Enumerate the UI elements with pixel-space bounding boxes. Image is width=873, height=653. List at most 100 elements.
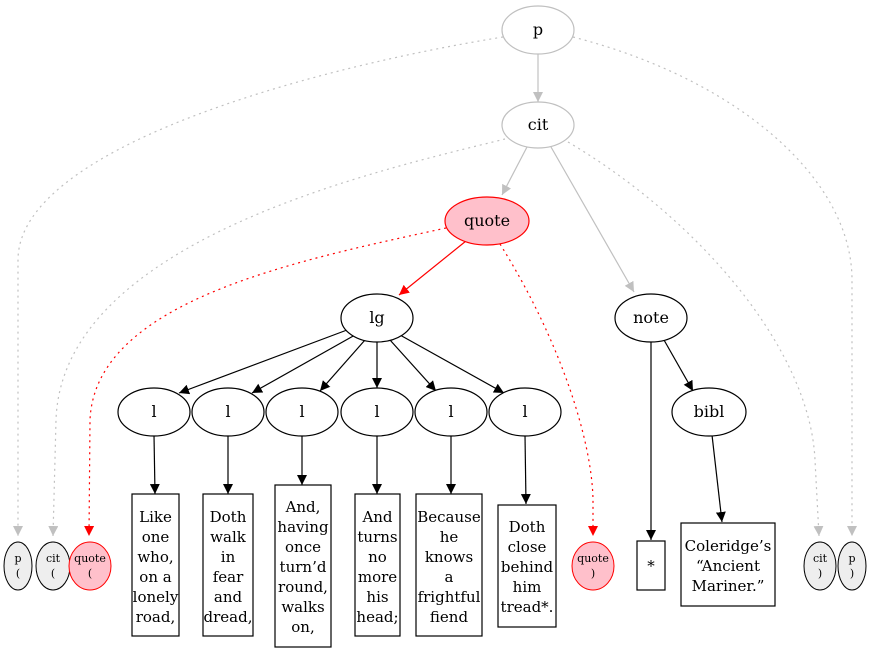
node-label: l: [448, 402, 453, 421]
leaf-line: road,: [136, 608, 176, 626]
leaf-line: turns: [357, 528, 397, 546]
leaf-line: round,: [278, 578, 328, 596]
leaf-line: *: [647, 557, 655, 575]
leaf-line: more: [358, 568, 397, 586]
edge-p-p-close: [572, 36, 857, 536]
node-label: cit: [528, 115, 549, 134]
edge-lg-l5: [389, 339, 437, 392]
marker-quote-open: quote (: [68, 541, 112, 591]
edge-lg-l3: [319, 339, 366, 392]
leaf-line: frightful: [418, 588, 481, 606]
leaf-line: his: [366, 588, 388, 606]
leaf-line: turn’d: [280, 558, 327, 576]
marker-label: ): [850, 567, 854, 580]
marker-p-open: p (: [3, 541, 33, 591]
bibl-text-leaf: Coleridge’s “Ancient Mariner.”: [680, 522, 776, 607]
edge-l1-text: [149, 434, 160, 495]
leaf-line: Doth: [210, 508, 247, 526]
leaf-line: Because: [417, 508, 481, 526]
leaf-line: fear: [213, 568, 244, 586]
edge-cit-note: [550, 146, 635, 293]
node-label: l: [522, 402, 527, 421]
edge-l6-text: [520, 434, 531, 505]
text-leaf-3: And, having once turn’d round, walks on,: [274, 484, 332, 648]
marker-label: quote: [577, 552, 609, 565]
node-bibl: bibl: [671, 387, 747, 437]
edges: [13, 36, 857, 540]
leaf-line: a: [445, 568, 454, 586]
node-lg: lg: [340, 293, 414, 343]
marker-cit-close: cit ): [803, 541, 837, 591]
edge-bibl-text: [711, 434, 726, 523]
marker-label: quote: [74, 552, 106, 565]
marker-label: ): [818, 567, 822, 580]
leaf-line: him: [513, 578, 542, 596]
node-p: p: [501, 5, 575, 55]
marker-label: cit: [46, 552, 61, 565]
leaf-line: And: [361, 508, 392, 526]
edge-note-bibl: [663, 339, 694, 392]
edge-cit-quote: [501, 146, 528, 196]
text-leaf-4: And turns no more his head;: [354, 493, 401, 637]
node-l-3: l: [265, 387, 339, 437]
node-label: l: [151, 402, 156, 421]
node-l-6: l: [488, 387, 562, 437]
leaf-line: walks: [281, 598, 324, 616]
leaf-line: Like: [139, 508, 172, 526]
marker-label: ): [591, 567, 595, 580]
marker-label: (: [51, 567, 55, 580]
leaf-line: walk: [210, 528, 247, 546]
edge-lg-l6: [399, 334, 505, 394]
marker-label: p: [848, 552, 855, 565]
text-leaf-2: Doth walk in fear and dread,: [202, 493, 254, 637]
leaf-line: and: [214, 588, 243, 606]
marker-label: (: [88, 567, 92, 580]
leaf-line: dread,: [204, 608, 253, 626]
marker-label: (: [16, 567, 20, 580]
marker-quote-close: quote ): [571, 541, 615, 591]
edge-quote-lg: [398, 240, 467, 296]
node-label: l: [374, 402, 379, 421]
node-l-1: l: [117, 387, 191, 437]
text-leaf-1: Like one who, on a lonely road,: [131, 493, 180, 637]
marker-label: cit: [813, 552, 828, 565]
node-label: l: [299, 402, 304, 421]
node-cit: cit: [501, 101, 575, 149]
text-leaf-6: Doth close behind him tread*.: [497, 504, 557, 628]
note-star-leaf: *: [636, 540, 666, 591]
edge-cit-cit-open: [48, 138, 506, 537]
leaf-line: And,: [285, 498, 321, 516]
leaf-line: no: [368, 548, 387, 566]
leaf-line: lonely: [133, 588, 179, 606]
leaf-line: having: [277, 518, 329, 536]
leaf-line: he: [440, 528, 459, 546]
leaf-line: Coleridge’s: [685, 537, 772, 555]
edge-cit-cit-close: [567, 141, 824, 537]
leaf-line: once: [285, 538, 321, 556]
marker-cit-open: cit (: [35, 541, 71, 591]
node-l-2: l: [191, 387, 265, 437]
node-l-4: l: [340, 387, 414, 437]
marker-label: p: [14, 552, 21, 565]
leaf-line: head;: [356, 608, 398, 626]
node-label: p: [533, 20, 543, 39]
node-l-5: l: [414, 387, 488, 437]
leaf-line: tread*.: [501, 598, 554, 616]
edge-quote-quote-open: [84, 227, 447, 537]
edge-p-p-open: [13, 36, 504, 536]
leaf-line: “Ancient: [696, 557, 760, 575]
node-quote: quote: [444, 196, 530, 246]
leaf-line: knows: [425, 548, 473, 566]
edge-lg-l2: [251, 334, 356, 394]
leaf-line: who,: [137, 548, 173, 566]
node-note: note: [614, 293, 688, 343]
leaf-line: fiend: [430, 608, 469, 626]
node-label: l: [225, 402, 230, 421]
leaf-line: close: [508, 538, 547, 556]
marker-p-close: p ): [837, 541, 867, 591]
leaf-line: Doth: [509, 518, 546, 536]
node-label: note: [633, 308, 669, 327]
leaf-line: on,: [291, 618, 314, 636]
leaf-line: Mariner.”: [692, 577, 765, 595]
